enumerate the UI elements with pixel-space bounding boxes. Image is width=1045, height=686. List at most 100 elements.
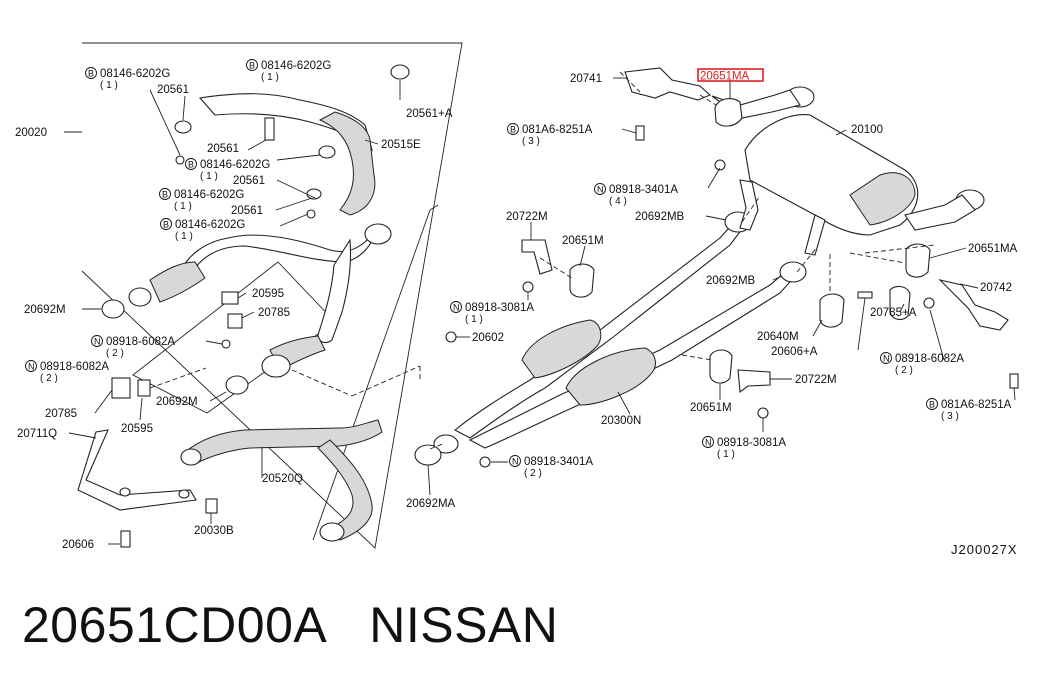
callout-20520q: 20520Q <box>262 473 303 485</box>
svg-text:N: N <box>705 438 712 448</box>
callout-081a6-8251a-2: B 081A6-8251A ( 3 ) <box>926 398 1012 422</box>
callout-20300n: 20300N <box>601 415 641 427</box>
svg-text:N: N <box>94 337 101 347</box>
mount-rubber-20640m <box>819 293 845 328</box>
gasket-20561-parts <box>174 64 410 349</box>
svg-text:( 1 ): ( 1 ) <box>175 231 193 242</box>
heat-insulator-20711q <box>77 429 197 511</box>
svg-text:( 1 ): ( 1 ) <box>200 171 218 182</box>
mount-rubber-20651ma-top <box>714 98 743 127</box>
svg-text:081A6-8251A: 081A6-8251A <box>941 399 1012 411</box>
callout-20561-c: 20561 <box>233 175 265 187</box>
front-tube-20520q <box>180 419 383 542</box>
svg-text:N: N <box>512 457 519 467</box>
callout-20692m-a: 20692M <box>24 304 66 316</box>
front-tube-20020 <box>128 93 392 378</box>
callout-20651m-b: 20651M <box>690 402 732 414</box>
callout-20640m: 20640M <box>757 331 799 343</box>
svg-text:08146-6202G: 08146-6202G <box>174 189 244 201</box>
callout-20561-d: 20561 <box>231 205 263 217</box>
svg-text:20651MA: 20651MA <box>700 71 750 83</box>
svg-text:( 1 ): ( 1 ) <box>261 72 279 83</box>
callout-20606pa: 20606+A <box>771 346 818 358</box>
svg-text:08918-6082A: 08918-6082A <box>895 353 964 365</box>
part-number: 20651CD00A <box>22 597 328 653</box>
callout-20722m-a: 20722M <box>506 211 548 223</box>
front-pipe-group-frame <box>81 42 463 549</box>
mount-rubber-20651ma-right <box>905 243 931 278</box>
bolt-symbol-icon <box>160 218 172 230</box>
callout-20711q: 20711Q <box>17 428 57 440</box>
gasket-20692m-a <box>101 299 125 319</box>
callout-08146-6202g-3: B 08146-6202G ( 1 ) <box>185 158 270 182</box>
gasket-20692m-b <box>225 375 249 395</box>
svg-text:N: N <box>28 362 35 372</box>
figure-code: J200027X <box>951 542 1018 557</box>
svg-text:08918-6082A: 08918-6082A <box>106 336 175 348</box>
callout-20020: 20020 <box>15 127 47 139</box>
svg-text:( 2 ): ( 2 ) <box>40 373 58 384</box>
callout-20561-a: 20561 <box>157 84 189 96</box>
svg-text:( 2 ): ( 2 ) <box>524 468 542 479</box>
nut-symbol-icon <box>509 455 521 467</box>
callout-20561-b: 20561 <box>207 143 239 155</box>
svg-text:B: B <box>510 125 516 135</box>
svg-text:08918-3401A: 08918-3401A <box>524 456 593 468</box>
nut-symbol-icon <box>594 183 606 195</box>
callout-20741: 20741 <box>570 73 602 85</box>
bolt-symbol-icon <box>926 398 938 410</box>
svg-text:( 1 ): ( 1 ) <box>717 449 735 460</box>
callout-08918-3081a-2: N 08918-3081A ( 1 ) <box>702 436 786 460</box>
callout-20651m-a: 20651M <box>562 235 604 247</box>
callout-08918-3401a-1: N 08918-3401A ( 4 ) <box>594 183 678 207</box>
svg-text:08918-3081A: 08918-3081A <box>465 302 534 314</box>
svg-text:N: N <box>597 185 604 195</box>
brand-name: NISSAN <box>369 597 559 653</box>
mount-20030b <box>205 498 218 514</box>
center-pipe-20300n <box>433 219 799 454</box>
callout-08146-6202g-2: B 08146-6202G ( 1 ) <box>246 59 331 83</box>
callout-20561pa: 20561+A <box>406 108 453 120</box>
svg-text:08146-6202G: 08146-6202G <box>175 219 245 231</box>
exhaust-diagram: 20020 B 08146-6202G ( 1 ) B 08146-6202G … <box>15 42 1019 551</box>
nut-symbol-icon <box>25 360 37 372</box>
callout-20722m-b: 20722M <box>795 374 837 386</box>
svg-text:( 1 ): ( 1 ) <box>465 314 483 325</box>
callout-20595-b: 20595 <box>121 423 153 435</box>
callout-08918-3081a-1: N 08918-3081A ( 1 ) <box>450 301 534 325</box>
svg-text:N: N <box>453 303 460 313</box>
center-pipe-group-frame-edge <box>312 209 431 541</box>
svg-text:( 4 ): ( 4 ) <box>609 196 627 207</box>
callout-20692m-b: 20692M <box>156 396 198 408</box>
svg-text:B: B <box>249 61 255 71</box>
svg-text:B: B <box>163 220 169 230</box>
leader-lines <box>64 77 1016 545</box>
main-muffler-20100 <box>711 86 985 256</box>
callout-20692mb-b: 20692MB <box>706 275 756 287</box>
callout-20100: 20100 <box>851 124 883 136</box>
callout-081a6-8251a-1: B 081A6-8251A ( 3 ) <box>507 123 593 147</box>
caption: 20651CD00A NISSAN <box>22 596 558 654</box>
svg-text:B: B <box>929 400 935 410</box>
callout-20595-a: 20595 <box>252 288 284 300</box>
svg-text:081A6-8251A: 081A6-8251A <box>522 124 593 136</box>
svg-text:08918-3401A: 08918-3401A <box>609 184 678 196</box>
callout-20785-b: 20785 <box>45 408 77 420</box>
svg-text:( 2 ): ( 2 ) <box>895 365 913 376</box>
svg-text:B: B <box>88 69 94 79</box>
fasteners <box>445 125 1019 468</box>
bracket-20722m-b <box>737 369 771 394</box>
svg-text:08146-6202G: 08146-6202G <box>100 68 170 80</box>
callout-08918-6082a-3: N 08918-6082A ( 2 ) <box>880 352 964 376</box>
bracket-20742 <box>938 279 1009 331</box>
callout-20785pa: 20785+A <box>870 307 917 319</box>
bolt-symbol-icon <box>159 188 171 200</box>
gasket-20692mb-b <box>779 261 807 283</box>
nut-symbol-icon <box>880 352 892 364</box>
svg-text:B: B <box>162 190 168 200</box>
callout-08918-3401a-2: N 08918-3401A ( 2 ) <box>509 455 593 479</box>
svg-text:( 1 ): ( 1 ) <box>174 201 192 212</box>
svg-text:( 1 ): ( 1 ) <box>100 80 118 91</box>
mount-rubber-20651m-a <box>569 263 595 298</box>
callout-20742: 20742 <box>980 282 1012 294</box>
